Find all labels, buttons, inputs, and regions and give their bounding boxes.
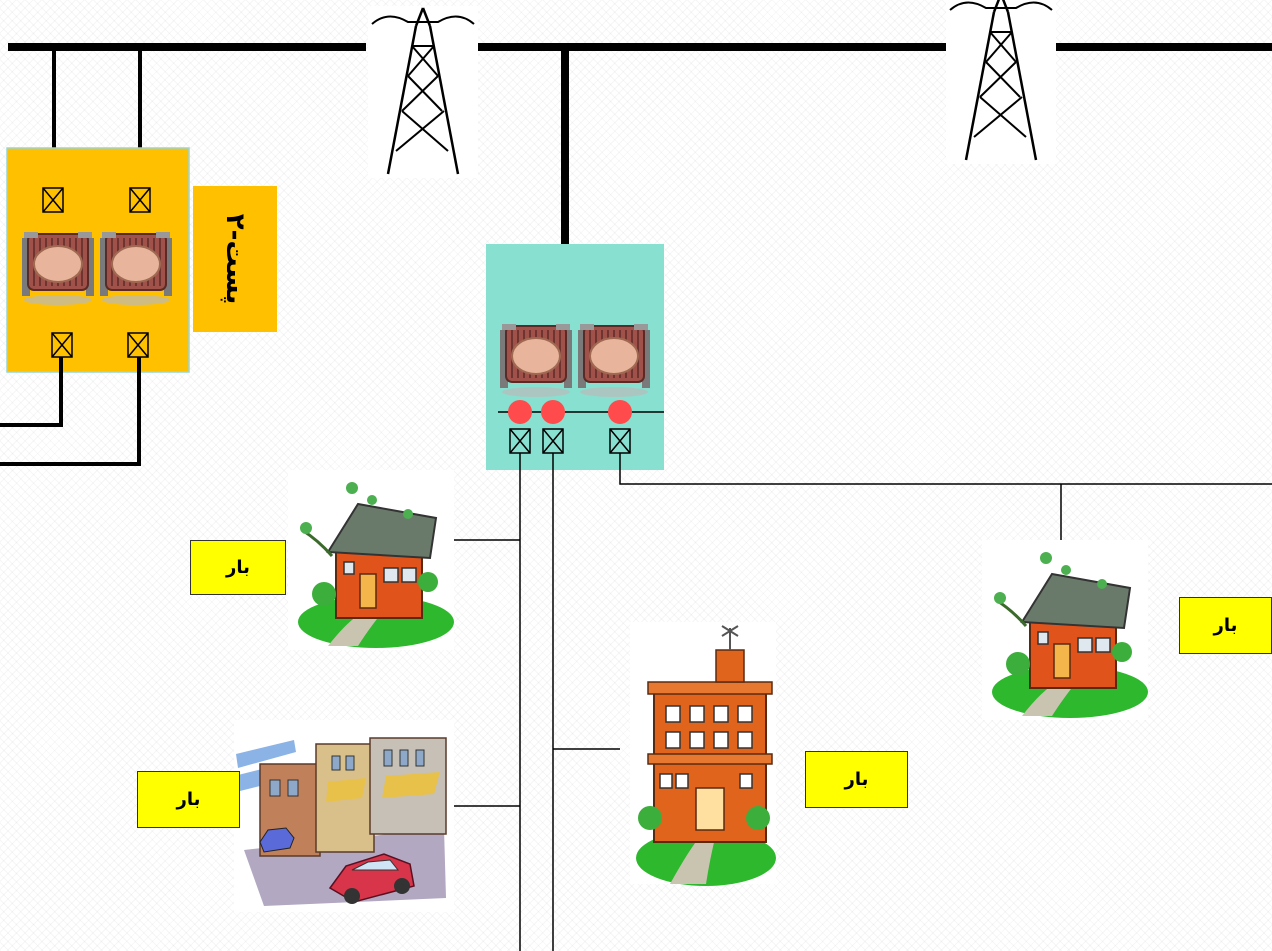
substation-label: ۲-پست bbox=[193, 186, 277, 332]
building-icon bbox=[629, 621, 777, 887]
house-icon bbox=[980, 538, 1150, 722]
transmission-tower-icon bbox=[366, 4, 480, 180]
breaker-closed-indicator bbox=[508, 400, 532, 424]
load-label: بار bbox=[1179, 597, 1272, 654]
breaker-closed-indicator bbox=[541, 400, 565, 424]
feeder-line bbox=[0, 357, 141, 466]
town-icon bbox=[233, 719, 455, 913]
feeder-line bbox=[619, 453, 1272, 485]
substation-label-text: ۲-پست bbox=[220, 213, 251, 305]
load-label: بار bbox=[137, 771, 240, 828]
load-label: بار bbox=[190, 540, 286, 595]
feeder-line bbox=[0, 357, 63, 427]
breaker-closed-indicator bbox=[608, 400, 632, 424]
house-icon bbox=[286, 468, 456, 652]
load-label: بار bbox=[805, 751, 908, 808]
transmission-tower-icon bbox=[944, 0, 1058, 166]
